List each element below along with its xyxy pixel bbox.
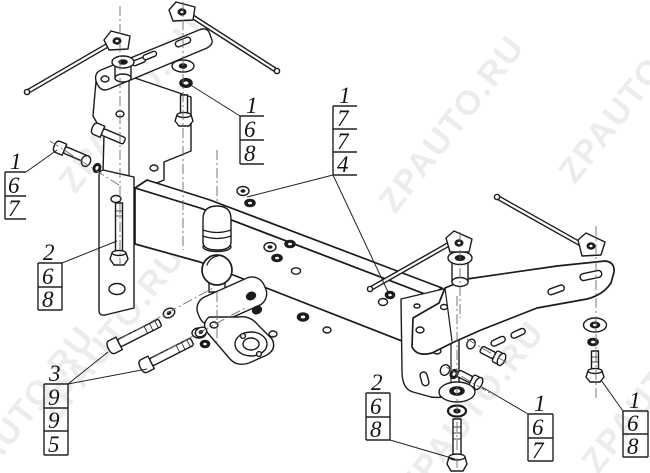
- callout-1-6-8-right: 1 6 8: [600, 379, 649, 459]
- threaded-rod-top-left: [23, 30, 131, 96]
- callout-number: 8: [42, 287, 54, 312]
- callout-2-6-8-bottom: 2 6 8: [365, 370, 456, 460]
- callout-number: 7: [8, 196, 21, 221]
- callout-number: 6: [244, 117, 256, 142]
- watermark-text: ZPAUTO.RU: [371, 29, 532, 220]
- right-angled-bolt-2: [456, 369, 484, 391]
- callout-number: 2: [371, 370, 383, 395]
- bumper-step-plate: [203, 315, 275, 366]
- callout-2-6-8-left: 2 6 8: [37, 240, 118, 312]
- callout-number: 6: [370, 394, 382, 419]
- callout-number: 4: [337, 152, 349, 177]
- callout-number: 1: [10, 149, 22, 174]
- lower-left-bolt-1: [106, 318, 162, 355]
- callout-number: 6: [8, 173, 20, 198]
- centerlines: [49, 2, 597, 472]
- lower-left-bolt-2: [138, 337, 194, 374]
- callout-number: 6: [42, 264, 54, 289]
- far-right-washer-stack: [582, 317, 608, 347]
- callout-1-7-7-4: 1 7 7 4: [246, 83, 390, 295]
- callout-number: 7: [337, 106, 350, 131]
- bracket-bolt-upper: [90, 122, 126, 145]
- callout-number: 9: [48, 408, 60, 433]
- callout-number: 8: [627, 434, 639, 459]
- callout-number: 1: [629, 388, 641, 413]
- callout-number: 8: [244, 141, 256, 166]
- threaded-rod-top-right: [168, 1, 281, 75]
- spacer-bushing-left: [111, 55, 135, 83]
- callout-number: 9: [48, 385, 60, 410]
- ball-flange-plate: [196, 276, 268, 327]
- callout-number: 2: [43, 240, 55, 265]
- callout-3-9-9-5: 3 9 9 5: [43, 351, 148, 457]
- callout-1-6-8-top: 1 6 8: [188, 83, 264, 166]
- callout-number: 6: [627, 411, 639, 436]
- callout-1-6-7-left: 1 6 7: [4, 149, 58, 221]
- far-right-bolt: [585, 350, 605, 383]
- callout-number: 1: [534, 391, 546, 416]
- ball-cover-cap: [202, 205, 232, 253]
- callout-1-6-7-bottom: 1 6 7: [481, 386, 554, 463]
- callout-number: 7: [532, 438, 545, 463]
- callout-number: 6: [532, 415, 544, 440]
- left-long-bolt: [109, 202, 129, 266]
- bracket-bolt-lower: [52, 140, 88, 163]
- threaded-rod-mid-right: [493, 193, 606, 257]
- watermark-text: ZPAUTO.RU: [551, 0, 650, 190]
- callout-number: 1: [339, 83, 351, 108]
- watermark-text: ZPAUTO.RU: [574, 289, 650, 473]
- callout-number: 5: [48, 432, 60, 457]
- callout-number: 7: [337, 129, 350, 154]
- callout-number: 1: [246, 93, 258, 118]
- callout-number: 3: [48, 361, 61, 386]
- bracket-bolt-washers: [80, 154, 102, 174]
- callout-number: 8: [370, 417, 382, 442]
